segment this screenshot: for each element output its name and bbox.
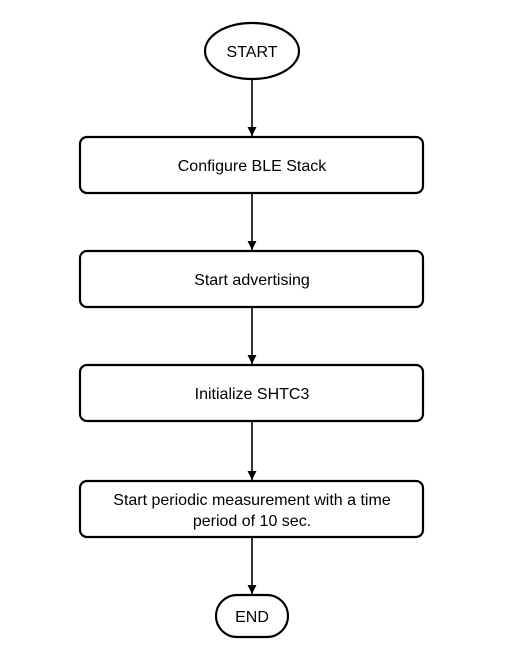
configure-ble-stack-box xyxy=(78,135,425,195)
end-node-shape xyxy=(214,593,290,639)
start-advertising-box xyxy=(78,249,425,309)
start-advertising-label: Start advertising xyxy=(194,272,310,289)
configure-ble-stack-label: Configure BLE Stack xyxy=(178,158,328,175)
end-node-label: END xyxy=(235,609,269,626)
initialize-shtc3-box xyxy=(78,363,425,423)
initialize-shtc3-node: Initialize SHTC3 xyxy=(78,363,425,423)
start-node-label: START xyxy=(227,44,278,61)
end-node: END xyxy=(214,593,290,639)
periodic-measurement-box xyxy=(78,479,425,539)
start-node-shape xyxy=(203,21,301,81)
periodic-measurement-label-line-1: Start periodic measurement with a time xyxy=(113,492,391,509)
periodic-measurement-label-line-2: period of 10 sec. xyxy=(193,513,311,530)
start-advertising-node: Start advertising xyxy=(78,249,425,309)
configure-ble-stack-node: Configure BLE Stack xyxy=(78,135,425,195)
start-node: START xyxy=(203,21,301,81)
initialize-shtc3-label: Initialize SHTC3 xyxy=(195,386,310,403)
periodic-measurement-node: Start periodic measurement with a time p… xyxy=(78,479,425,539)
